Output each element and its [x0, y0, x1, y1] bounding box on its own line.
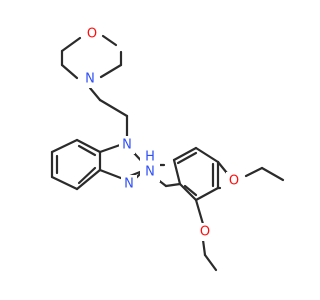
bond: [77, 166, 97, 185]
bond: [164, 182, 182, 188]
ethyl-linker: [88, 86, 129, 138]
bond: [77, 144, 97, 157]
benzene-ring-fused: [50, 138, 102, 191]
bond: [203, 253, 218, 272]
oxygen-atom-morpholine: O: [87, 27, 97, 42]
bond: [244, 166, 264, 178]
bond: [176, 151, 198, 165]
nitrogen-atom-amine: N: [145, 165, 155, 180]
bond: [98, 143, 122, 154]
molecule-canvas: O N N N H N O O: [50, 25, 285, 272]
bond: [75, 138, 102, 154]
bond: [50, 175, 79, 191]
bond: [172, 158, 182, 186]
bond: [183, 184, 198, 197]
structure-diagram: O N N N H N O O: [50, 25, 285, 272]
morpholine-ring: [60, 34, 123, 80]
nitrogen-atom-n1: N: [122, 138, 132, 153]
bond: [88, 86, 102, 102]
bond: [201, 238, 207, 257]
bond: [98, 98, 129, 118]
bond: [178, 182, 198, 202]
bond: [75, 168, 102, 191]
atom-labels: O N N N H N O O: [82, 25, 242, 241]
oxygen-atom-ethoxy-3: O: [200, 225, 210, 240]
bond: [194, 198, 205, 226]
bond: [194, 146, 220, 164]
nitrogen-atom-morpholine: N: [85, 72, 95, 87]
bond: [50, 138, 79, 154]
nitrogen-atom-n3: N: [124, 177, 134, 192]
bond: [172, 146, 198, 162]
bond: [60, 36, 82, 53]
bond: [101, 34, 118, 47]
bond: [99, 63, 123, 79]
hydrogen-atom-amine: H: [145, 150, 155, 165]
bond: [194, 186, 220, 202]
diethoxyphenyl-ring: [172, 146, 220, 202]
bond: [260, 166, 285, 182]
oxygen-atom-ethoxy-4: O: [229, 174, 239, 189]
ethoxy-groups: [194, 160, 285, 272]
bond: [60, 63, 79, 80]
